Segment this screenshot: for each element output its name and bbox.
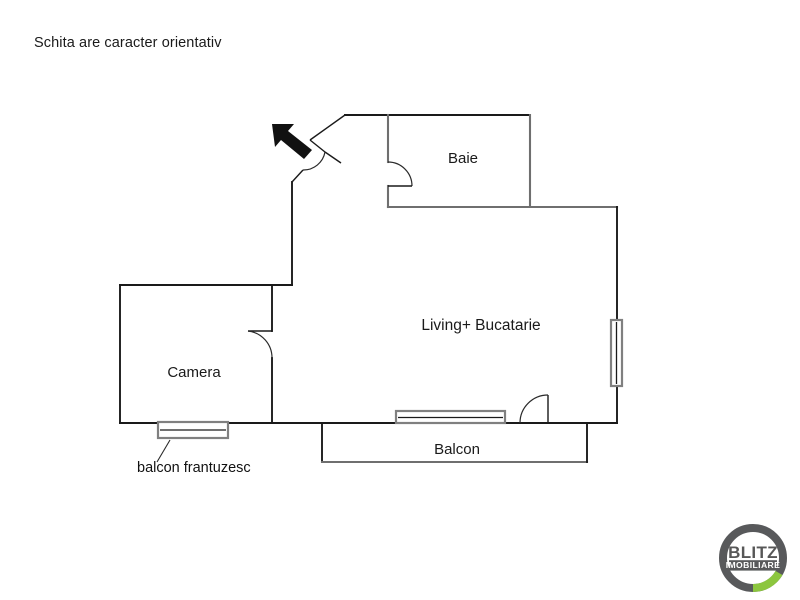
wall-camera-right [248,284,273,424]
disclaimer-text: Schita are caracter orientativ [34,35,222,51]
living-right-window [609,318,624,388]
logo-brand-text: BLITZ [728,543,778,562]
room-label-balcon: Balcon [434,441,480,458]
logo-subtitle-text: IMOBILIARE [726,560,781,570]
balcony-window [394,409,507,425]
room-label-camera: Camera [167,364,221,381]
entrance-door [302,151,342,171]
bedroom-door [247,330,273,359]
room-label-baie: Baie [448,150,478,167]
leader-line-french-balcony [156,439,171,463]
bathroom-door [387,161,413,187]
room-label-living-bucatarie: Living+ Bucatarie [421,317,540,334]
annotation-balcon-frantuzesc: balcon frantuzesc [137,460,251,476]
blitz-imobiliare-logo: BLITZ IMOBILIARE [719,524,787,593]
entrance-arrow [272,124,312,159]
wall-balcony [320,422,589,464]
wall-entry-vestibule [291,114,346,183]
french-balcony-window [156,420,230,440]
balcony-door [519,394,549,424]
